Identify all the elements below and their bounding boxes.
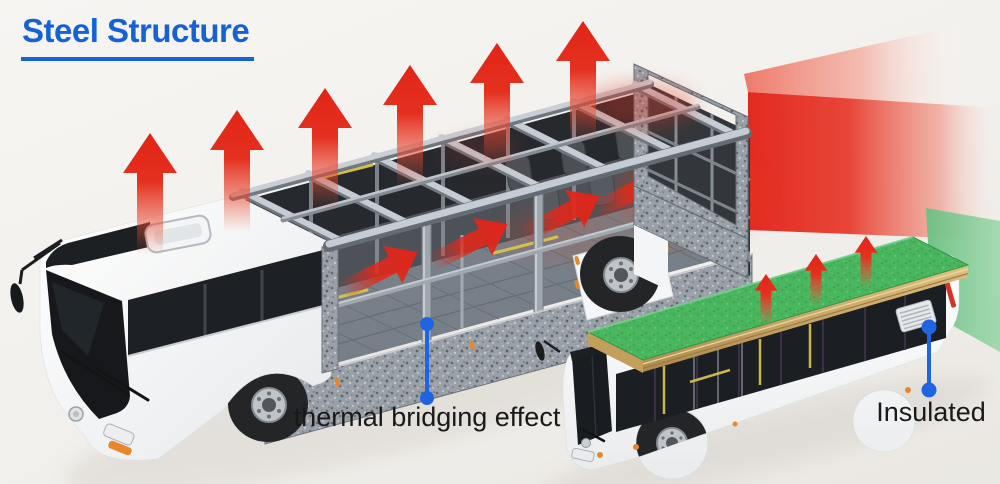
cab [10,195,332,461]
destination-band [46,222,153,268]
side-mirror [10,238,63,313]
front-wheel [228,366,308,442]
windshield-reflection [52,282,104,356]
roof-heat-glow [585,83,695,127]
thermal-bridging-label: thermal bridging effect [293,402,561,432]
title-underline [21,57,254,61]
wipers [60,350,150,402]
cab-side-glass [128,248,331,356]
insulation-panel [586,236,970,373]
insulated-label: Insulated [876,397,986,427]
side-markers [633,387,911,450]
heat-beam [744,16,1000,240]
headlight [103,423,135,456]
headlight [571,438,603,463]
cut-edge-pillar [321,242,339,374]
page-title: Steel Structure [22,12,250,49]
insulation-front-edge [588,332,643,373]
callout-thermal-bridging [420,317,434,405]
windshield [572,348,612,445]
wiper [578,426,606,443]
front-logo [68,406,84,422]
callout-insulated [921,319,937,398]
interior-poles [662,324,812,414]
steel-structure-bus [10,63,765,461]
insulated-bus [535,236,970,480]
heat-glow-interior-2 [500,204,620,260]
rear-marker-light [944,282,956,308]
